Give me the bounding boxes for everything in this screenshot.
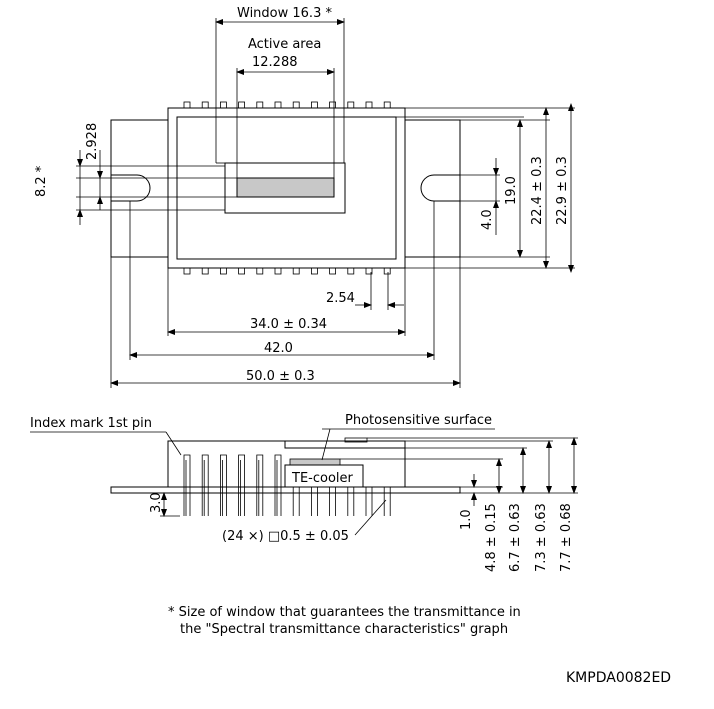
pin-bottom [329, 267, 337, 275]
label-2928: 2.928 [85, 123, 100, 160]
label-67: 6.7 ± 0.63 [508, 503, 523, 572]
pin-bottom [219, 267, 227, 275]
pin-side [274, 454, 282, 516]
side-base-plate [110, 486, 461, 494]
label-active-area: Active area [248, 37, 321, 52]
top-view [76, 18, 575, 388]
label-30: 3.0 [149, 492, 164, 513]
pin-top [365, 101, 373, 109]
te-cooler [284, 464, 364, 488]
pin-top [183, 101, 191, 109]
pin-side [311, 487, 318, 516]
pin-side [201, 454, 209, 516]
slot-right [420, 174, 460, 202]
pin-side [238, 454, 245, 516]
label-window: Window 16.3 * [237, 6, 332, 21]
label-active-width: 12.288 [252, 55, 298, 70]
pin-bottom [310, 267, 318, 275]
pin-top [238, 101, 246, 109]
label-10: 1.0 [459, 509, 474, 530]
label-pin-spec: (24 ×) □0.5 ± 0.05 [222, 529, 349, 544]
pin-side [220, 454, 227, 516]
side-view-pins [183, 454, 391, 516]
pin-top [347, 101, 355, 109]
flange-left [110, 119, 168, 258]
pin-top [274, 101, 282, 109]
pin-bottom [292, 267, 300, 275]
side-view [30, 428, 578, 536]
pin-bottom [256, 267, 264, 275]
pin-top [201, 101, 209, 109]
pin-top [219, 101, 227, 109]
flange-right [405, 119, 461, 258]
label-index-mark: Index mark 1st pin [30, 416, 152, 431]
label-34: 34.0 ± 0.34 [250, 317, 327, 332]
label-4: 4.0 [480, 209, 495, 230]
package-body [167, 107, 406, 269]
pin-bottom [383, 267, 391, 275]
label-73: 7.3 ± 0.63 [534, 503, 549, 572]
pin-side [347, 487, 355, 516]
pin-side [183, 454, 191, 516]
label-48: 4.8 ± 0.15 [484, 503, 499, 572]
pin-bottom [183, 267, 191, 275]
window-outline [224, 162, 346, 214]
pin-side [329, 487, 336, 516]
active-area [236, 177, 335, 198]
package-inner [176, 116, 397, 260]
label-19: 19.0 [504, 176, 519, 205]
label-254: 2.54 [326, 291, 355, 306]
pin-side [256, 454, 264, 516]
label-77: 7.7 ± 0.68 [559, 503, 574, 572]
side-chip [289, 458, 341, 466]
pin-bottom [201, 267, 209, 275]
label-229: 22.9 ± 0.3 [555, 156, 570, 225]
pin-side [365, 487, 373, 516]
slot-left [111, 174, 151, 202]
label-224: 22.4 ± 0.3 [530, 156, 545, 225]
pin-top [310, 101, 318, 109]
pin-bottom [274, 267, 282, 275]
pin-top [383, 101, 391, 109]
label-photosensitive: Photosensitive surface [345, 413, 492, 428]
pin-top [329, 101, 337, 109]
label-82: 8.2 * [34, 165, 49, 197]
label-50: 50.0 ± 0.3 [246, 369, 315, 384]
pin-top [256, 101, 264, 109]
label-te-cooler: TE-cooler [291, 471, 354, 486]
label-42: 42.0 [264, 341, 293, 356]
footnote-line2: the "Spectral transmittance characterist… [180, 622, 509, 637]
drawing-code: KMPDA0082ED [566, 670, 672, 686]
pin-top [292, 101, 300, 109]
pin-bottom [238, 267, 246, 275]
side-window [344, 437, 368, 443]
footnote-line1: * Size of window that guarantees the tra… [168, 605, 521, 620]
pin-side [292, 487, 300, 516]
pin-bottom [347, 267, 355, 275]
